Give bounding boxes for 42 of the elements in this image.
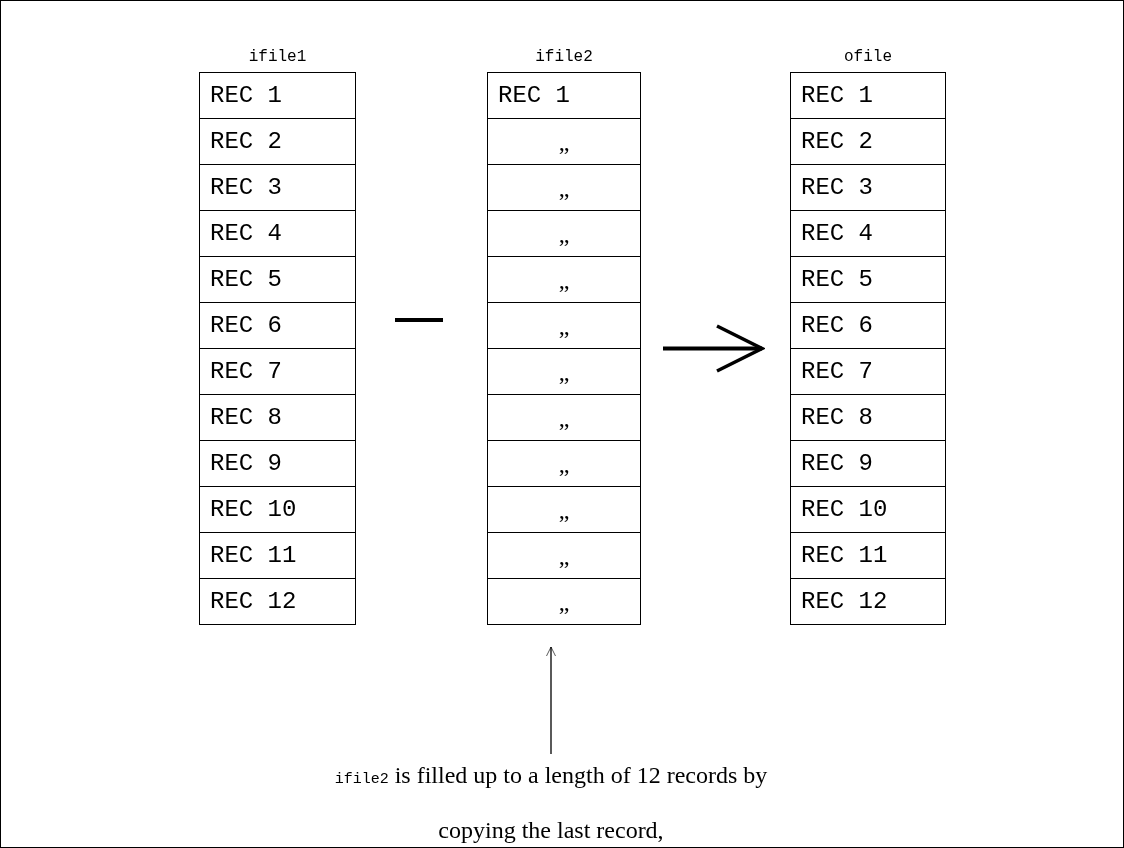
ditto-mark: „ [558,312,570,339]
ditto-mark: „ [558,128,570,155]
record-label: REC 2 [801,128,873,155]
record-label: REC 1 [498,82,570,109]
record-label: REC 12 [801,588,888,615]
record-label: REC 5 [210,266,282,293]
record-label: REC 1 [210,82,282,109]
record-label: REC 4 [210,220,282,247]
record-label: REC 11 [210,542,297,569]
ditto-mark: „ [558,542,570,569]
record-label: REC 7 [210,358,282,385]
record-label: REC 6 [801,312,873,339]
note-text: is filled up to a length of 12 records by copying the last record, [393,762,768,843]
ditto-mark: „ [558,174,570,201]
ditto-mark: „ [558,404,570,431]
record-label: REC 10 [210,496,297,523]
record-label: REC 8 [210,404,282,431]
arrow [663,324,764,373]
file-name-label: ifile1 [248,48,307,66]
record-label: REC 9 [801,450,873,477]
file-name-label: ifile2 [334,771,389,788]
ditto-mark: „ [558,496,570,523]
record-label: REC 7 [801,358,873,385]
ditto-mark: „ [558,358,570,385]
file-name-label: ofile [844,48,892,66]
record-label: REC 3 [801,174,873,201]
record-label: REC 2 [210,128,282,155]
record-label: REC 9 [210,450,282,477]
record-label: REC 1 [801,82,873,109]
ditto-mark: „ [558,588,570,615]
record-label: REC 12 [210,588,297,615]
record-label: REC 3 [210,174,282,201]
record-label: REC 5 [801,266,873,293]
ditto-mark: „ [558,220,570,247]
ditto-mark: „ [558,450,570,477]
record-label: REC 4 [801,220,873,247]
file-name-label: ifile2 [535,48,593,66]
record-label: REC 11 [801,542,888,569]
record-label: REC 6 [210,312,282,339]
record-label: REC 8 [801,404,873,431]
record-label: REC 10 [801,496,888,523]
ditto-mark: „ [558,266,570,293]
